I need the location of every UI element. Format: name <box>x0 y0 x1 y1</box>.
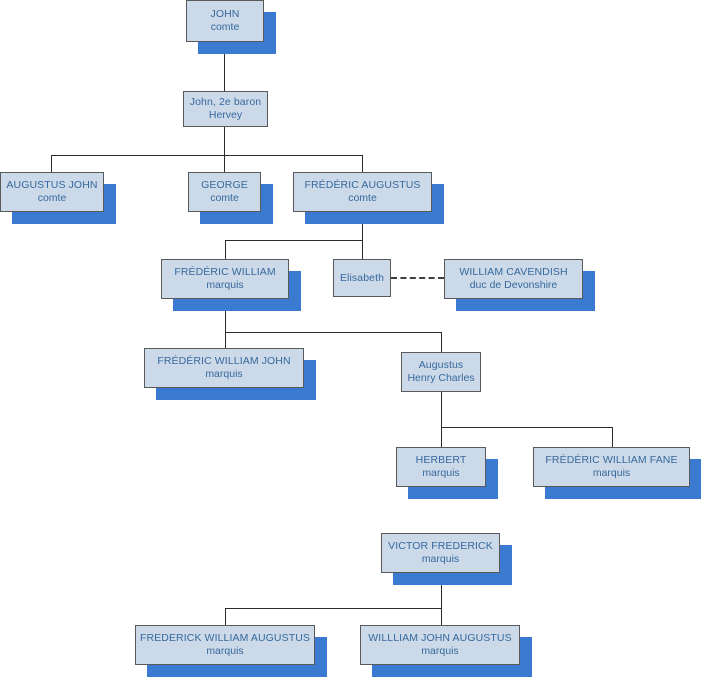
connector-frederic-augustus-down <box>362 212 363 240</box>
node-name: FRÉDÉRIC WILLIAM JOHN <box>157 355 291 368</box>
connector-john2e-down <box>224 127 225 156</box>
node-title: marquis <box>206 279 244 291</box>
connector-drop-fwf <box>612 427 613 447</box>
marriage-link-elisabeth-cavendish <box>391 277 444 279</box>
connector-bus-generation-2 <box>51 155 363 156</box>
connector-bus-generation-3 <box>225 240 363 241</box>
connector-drop-augustus-hc <box>441 332 442 352</box>
connector-drop-frederic-william <box>225 240 226 259</box>
node-name: FRÉDÉRIC WILLIAM <box>174 266 276 279</box>
connector-frederic-william-down <box>225 299 226 332</box>
node-name: FREDERICK WILLIAM AUGUSTUS <box>139 632 311 645</box>
node-title: comte <box>210 21 240 33</box>
node-title: marquis <box>421 553 460 565</box>
node-victor-frederick[interactable]: VICTOR FREDERICK marquis <box>381 533 500 573</box>
connector-drop-augustus-john <box>51 155 52 172</box>
node-frederick-william-augustus[interactable]: FREDERICK WILLIAM AUGUSTUS marquis <box>135 625 315 665</box>
node-name: GEORGE <box>201 179 248 192</box>
node-name: FRÉDÉRIC WILLIAM FANE <box>545 454 678 467</box>
node-herbert[interactable]: HERBERT marquis <box>396 447 486 487</box>
connector-drop-wja <box>441 608 442 625</box>
node-name: Augustus <box>418 359 464 372</box>
connector-john-to-john2e <box>224 42 225 91</box>
node-john[interactable]: JOHN comte <box>186 0 264 42</box>
node-title: comte <box>37 192 67 204</box>
node-frederic-william[interactable]: FRÉDÉRIC WILLIAM marquis <box>161 259 289 299</box>
node-augustus-henry-charles[interactable]: Augustus Henry Charles <box>401 352 481 392</box>
connector-augustus-hc-down <box>441 392 442 427</box>
connector-bus-generation-4 <box>225 332 441 333</box>
node-title: marquis <box>422 467 460 479</box>
node-elisabeth[interactable]: Elisabeth <box>333 259 391 297</box>
node-title: duc de Devonshire <box>469 279 558 291</box>
connector-drop-frederic-augustus <box>362 155 363 172</box>
connector-drop-george <box>224 155 225 172</box>
node-name: HERBERT <box>415 454 467 467</box>
connector-bus-generation-5 <box>441 427 612 428</box>
node-augustus-john[interactable]: AUGUSTUS JOHN comte <box>0 172 104 212</box>
node-name: AUGUSTUS JOHN <box>6 179 98 192</box>
node-name: WILLLIAM JOHN AUGUSTUS <box>368 632 512 645</box>
node-frederic-william-fane[interactable]: FRÉDÉRIC WILLIAM FANE marquis <box>533 447 690 487</box>
node-name: John, 2e baron <box>189 96 262 109</box>
connector-drop-elisabeth <box>362 240 363 259</box>
node-frederic-augustus[interactable]: FRÉDÉRIC AUGUSTUS comte <box>293 172 432 212</box>
node-title: Hervey <box>208 109 243 121</box>
node-name: WILLIAM CAVENDISH <box>459 266 568 279</box>
node-name: JOHN <box>210 8 240 21</box>
node-name: VICTOR FREDERICK <box>388 540 493 553</box>
node-name: FRÉDÉRIC AUGUSTUS <box>304 179 421 192</box>
node-title: marquis <box>205 368 243 380</box>
connector-drop-fwa <box>225 608 226 625</box>
node-title: marquis <box>592 467 631 479</box>
node-william-cavendish[interactable]: WILLIAM CAVENDISH duc de Devonshire <box>444 259 583 299</box>
node-name: Elisabeth <box>339 271 385 284</box>
node-title: comte <box>210 192 239 204</box>
node-willliam-john-augustus[interactable]: WILLLIAM JOHN AUGUSTUS marquis <box>360 625 520 665</box>
node-title: marquis <box>421 645 459 657</box>
connector-bus-generation-7 <box>225 608 441 609</box>
node-title: Henry Charles <box>407 372 475 384</box>
node-title: marquis <box>206 645 244 657</box>
connector-victor-frederick-down <box>441 573 442 608</box>
node-george[interactable]: GEORGE comte <box>188 172 261 212</box>
node-frederic-william-john[interactable]: FRÉDÉRIC WILLIAM JOHN marquis <box>144 348 304 388</box>
connector-drop-herbert <box>441 427 442 447</box>
connector-drop-fwj <box>225 332 226 348</box>
node-john-2e-baron-hervey[interactable]: John, 2e baron Hervey <box>183 91 268 127</box>
node-title: comte <box>348 192 377 204</box>
